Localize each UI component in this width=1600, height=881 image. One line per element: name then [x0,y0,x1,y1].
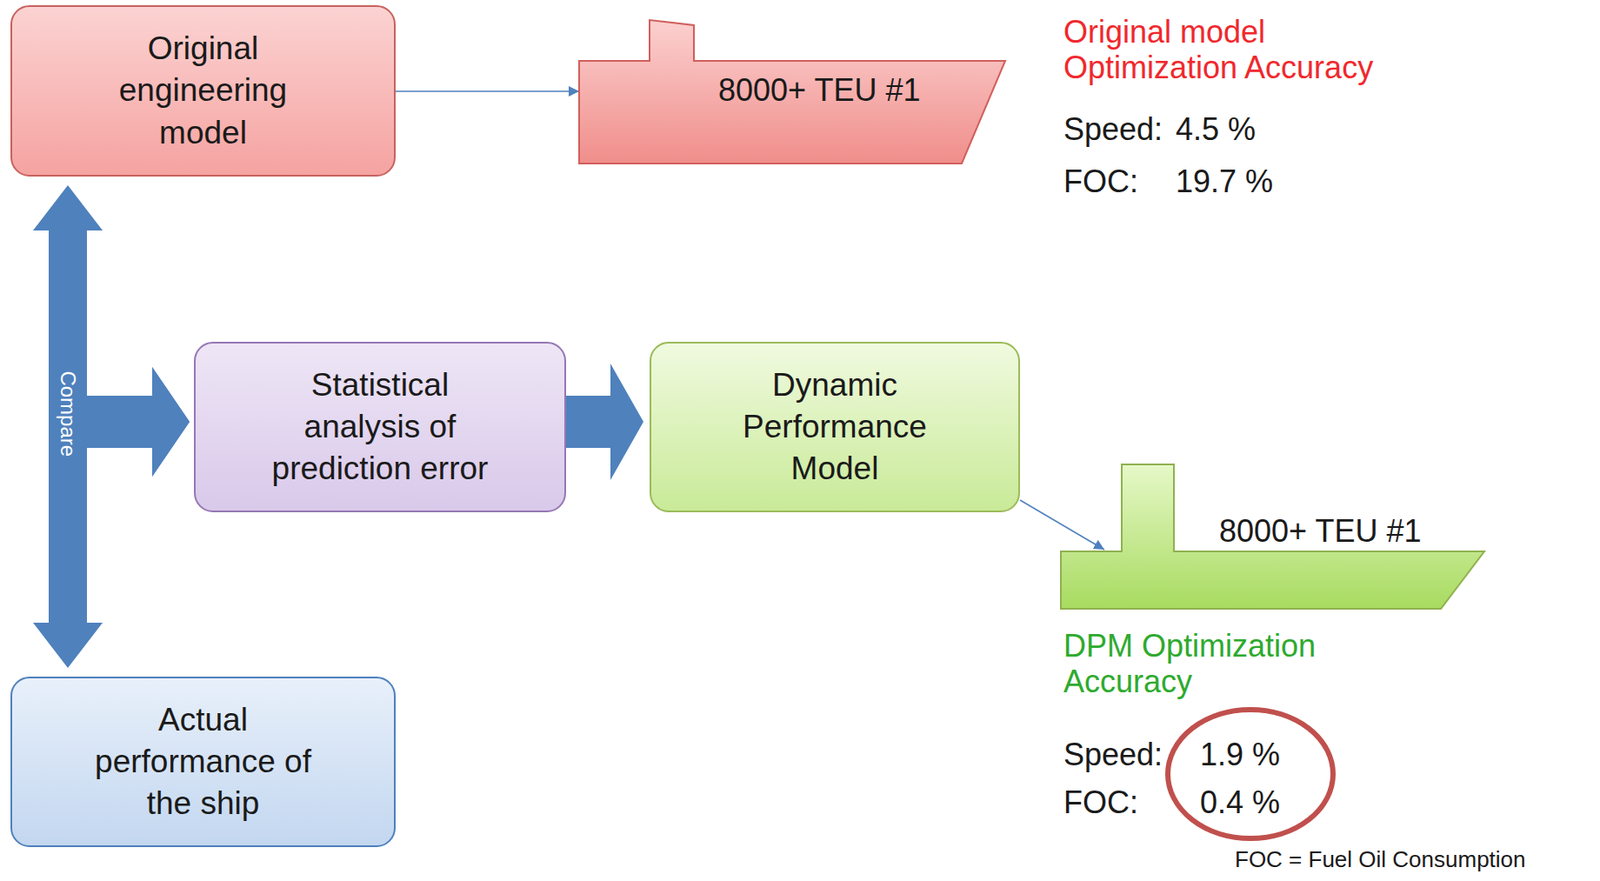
ship-hull [1060,464,1485,609]
highlight-circle [1167,709,1334,839]
metric-value: 1.9 % [1200,736,1280,773]
ship-hull [579,20,1006,164]
ship-icon: 8000+ TEU #1 [1060,464,1485,609]
metric-name: FOC: [1063,784,1139,820]
process-box: Statistical analysis of prediction error [193,341,567,513]
flow-arrow [1020,500,1105,550]
node-text: 8000+ TEU #1 [718,72,921,108]
block-arrow [566,363,644,480]
node-text: Actual performance of the ship [89,699,318,825]
node-text: Dynamic Performance Model [720,364,949,490]
accuracy-heading: DPM Optimization Accuracy [1063,627,1429,700]
node-text: Statistical analysis of prediction error [266,364,494,490]
node-text: 8000+ TEU #1 [1219,513,1422,549]
process-box: Dynamic Performance Model [649,341,1020,513]
metric-value: 19.7 % [1175,163,1274,200]
process-box: Actual performance of the ship [10,676,396,847]
node-text: Original engineering model [89,27,318,154]
edge-label: Compare [55,370,80,457]
process-box: Original engineering model [10,5,396,177]
metric-value: 4.5 % [1175,111,1256,147]
ship-icon: 8000+ TEU #1 [579,20,1006,164]
accuracy-heading: Original model Optimization Accuracy [1063,13,1429,87]
footnote: FOC = Fuel Oil Consumption [1234,846,1527,874]
block-arrow [48,366,190,625]
metric-name: Speed: [1063,736,1163,773]
metric-name: Speed: [1063,111,1163,147]
flow-arrow [395,90,580,93]
metric-name: FOC: [1063,163,1139,200]
metric-value: 0.4 % [1200,784,1280,820]
